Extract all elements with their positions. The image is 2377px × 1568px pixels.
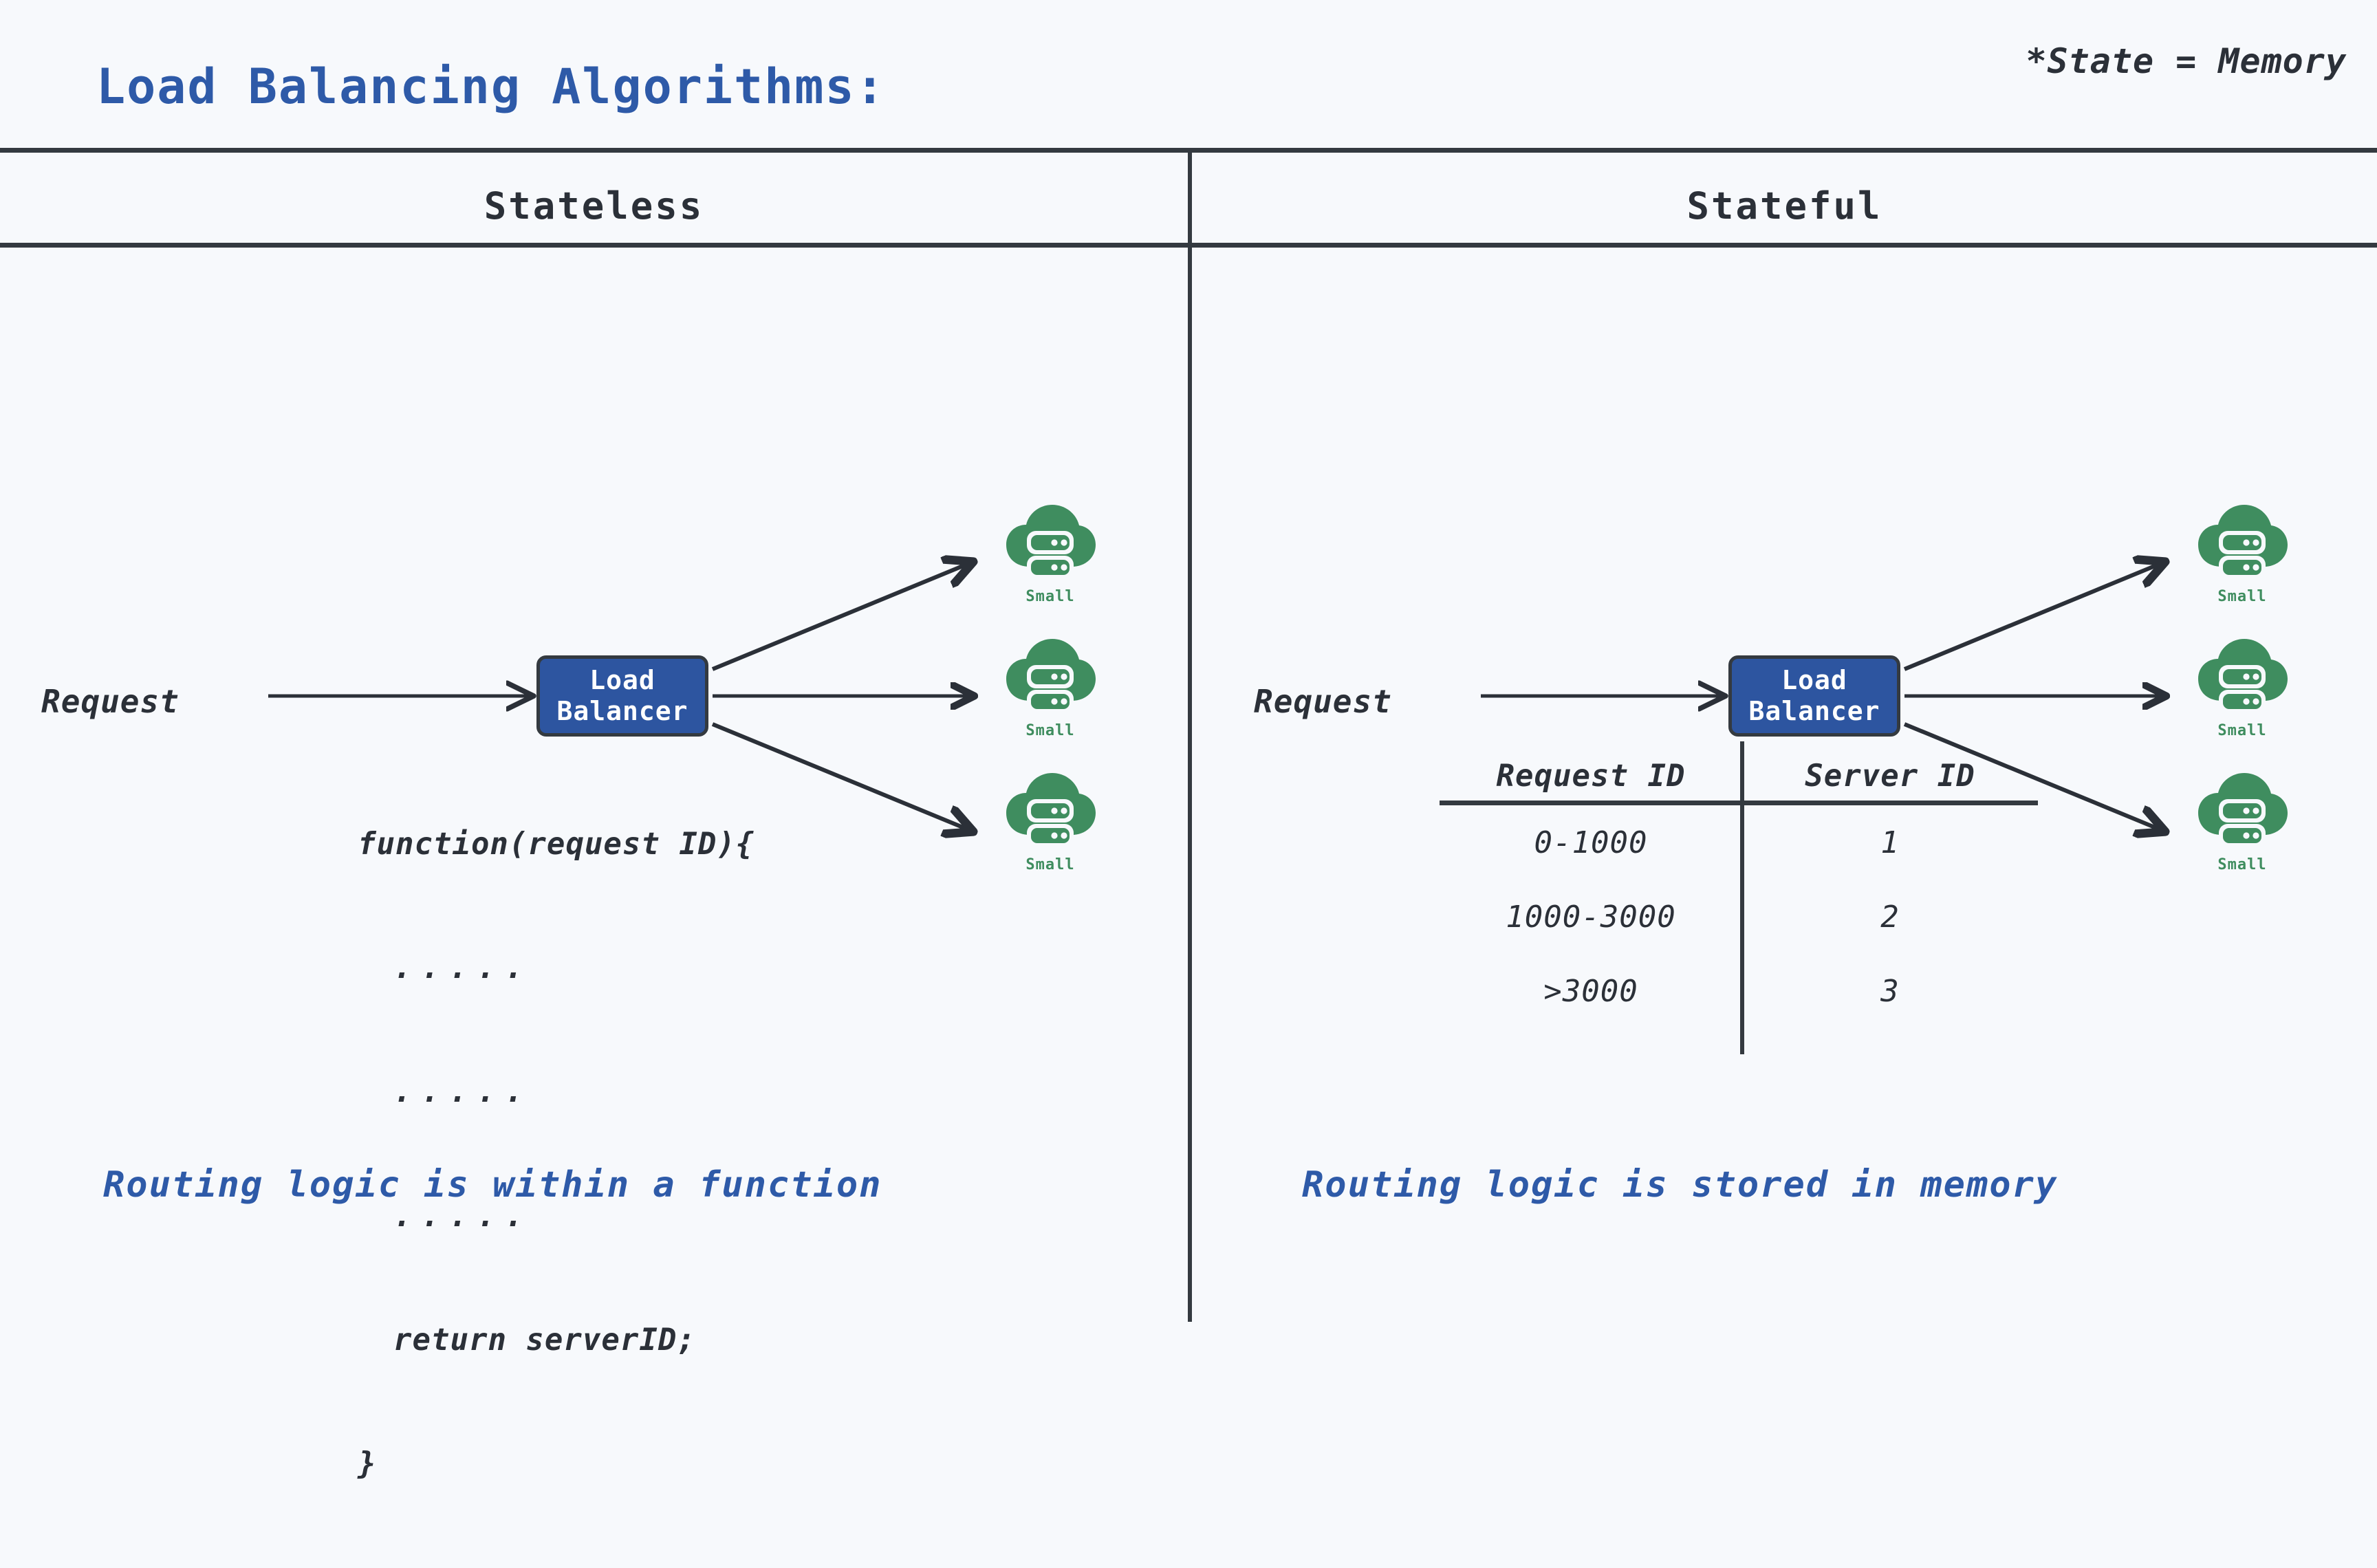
cloud-server-icon	[1006, 505, 1096, 579]
code-line: return serverID;	[393, 1322, 696, 1358]
grid-rule-vertical-divider	[1188, 148, 1192, 1322]
server-node-1[interactable]: Small	[999, 501, 1102, 605]
code-line: function(request ID){	[358, 827, 755, 862]
load-balancer-line1: Load	[1781, 665, 1847, 696]
column-header-stateful: Stateful	[1686, 184, 1882, 228]
arrow-lb-to-server-1	[711, 563, 971, 671]
cell-request-id: 1000-3000	[1506, 899, 1676, 935]
cloud-server-icon	[1006, 639, 1096, 713]
server-label: Small	[1025, 588, 1075, 605]
server-label: Small	[2217, 722, 2267, 739]
routing-function-code: function(request ID){ ..... ..... ..... …	[358, 745, 755, 1568]
table-row: 1000-3000 2	[1440, 880, 2038, 954]
cloud-server-icon	[1006, 773, 1096, 847]
table-header-underline	[1440, 801, 2038, 805]
panel-stateless: Request Load Balancer	[0, 243, 1188, 1481]
load-balancer-line2: Balancer	[1748, 696, 1880, 726]
server-label: Small	[2217, 856, 2267, 873]
panel-caption-stateless: Routing logic is within a function	[103, 1164, 882, 1206]
server-label: Small	[1025, 856, 1075, 873]
cloud-server-icon	[2198, 773, 2288, 847]
server-node-2[interactable]: Small	[999, 635, 1102, 739]
table-header-request-id: Request ID	[1496, 759, 1686, 794]
code-line: .....	[393, 950, 533, 986]
panel-stateful: Request Load Balancer	[1192, 243, 2377, 1322]
request-label: Request	[1254, 683, 1392, 720]
table-column-divider	[1740, 741, 1744, 1054]
server-label: Small	[1025, 722, 1075, 739]
panel-caption-stateful: Routing logic is stored in memory	[1302, 1164, 2059, 1206]
request-label: Request	[41, 683, 180, 720]
flow-diagram-stateless: Request Load Balancer	[0, 243, 1188, 873]
cell-server-id: 3	[1880, 973, 1900, 1009]
cloud-server-icon	[2198, 639, 2288, 713]
table-header-row: Request ID Server ID	[1440, 741, 2038, 794]
server-node-2[interactable]: Small	[2191, 635, 2294, 739]
flow-arrows-stateless	[268, 243, 1188, 724]
load-balancer-node[interactable]: Load Balancer	[536, 655, 708, 737]
server-node-3[interactable]: Small	[999, 769, 1102, 873]
code-line: .....	[393, 1198, 533, 1234]
load-balancer-line1: Load	[589, 665, 655, 696]
state-definition-note: *State = Memory	[2026, 41, 2347, 81]
routing-table: Request ID Server ID 0-1000 1 1000-3000 …	[1440, 741, 2038, 1054]
cloud-server-icon	[2198, 505, 2288, 579]
slide-root: Load Balancing Algorithms: *State = Memo…	[0, 41, 2377, 1481]
server-label: Small	[2217, 588, 2267, 605]
code-line: .....	[393, 1074, 533, 1110]
load-balancer-node[interactable]: Load Balancer	[1728, 655, 1900, 737]
flow-diagram-stateful: Request Load Balancer	[1192, 243, 2377, 873]
cell-server-id: 2	[1880, 899, 1900, 935]
cell-request-id: 0-1000	[1534, 825, 1648, 860]
cell-server-id: 1	[1880, 825, 1900, 860]
arrow-lb-to-server-3	[711, 722, 971, 831]
page-title: Load Balancing Algorithms:	[96, 58, 886, 115]
arrow-lb-to-server-1	[1903, 563, 2163, 671]
arrow-lb-to-server-3	[1903, 722, 2163, 831]
code-line: }	[358, 1446, 377, 1481]
server-node-3[interactable]: Small	[2191, 769, 2294, 873]
table-header-server-id: Server ID	[1805, 759, 1975, 794]
flow-arrows-stateful	[1481, 243, 2377, 724]
server-node-1[interactable]: Small	[2191, 501, 2294, 605]
table-row: 0-1000 1	[1440, 805, 2038, 880]
column-header-stateless: Stateless	[484, 184, 704, 228]
cell-request-id: >3000	[1543, 973, 1638, 1009]
load-balancer-line2: Balancer	[556, 696, 688, 726]
table-row: >3000 3	[1440, 954, 2038, 1028]
